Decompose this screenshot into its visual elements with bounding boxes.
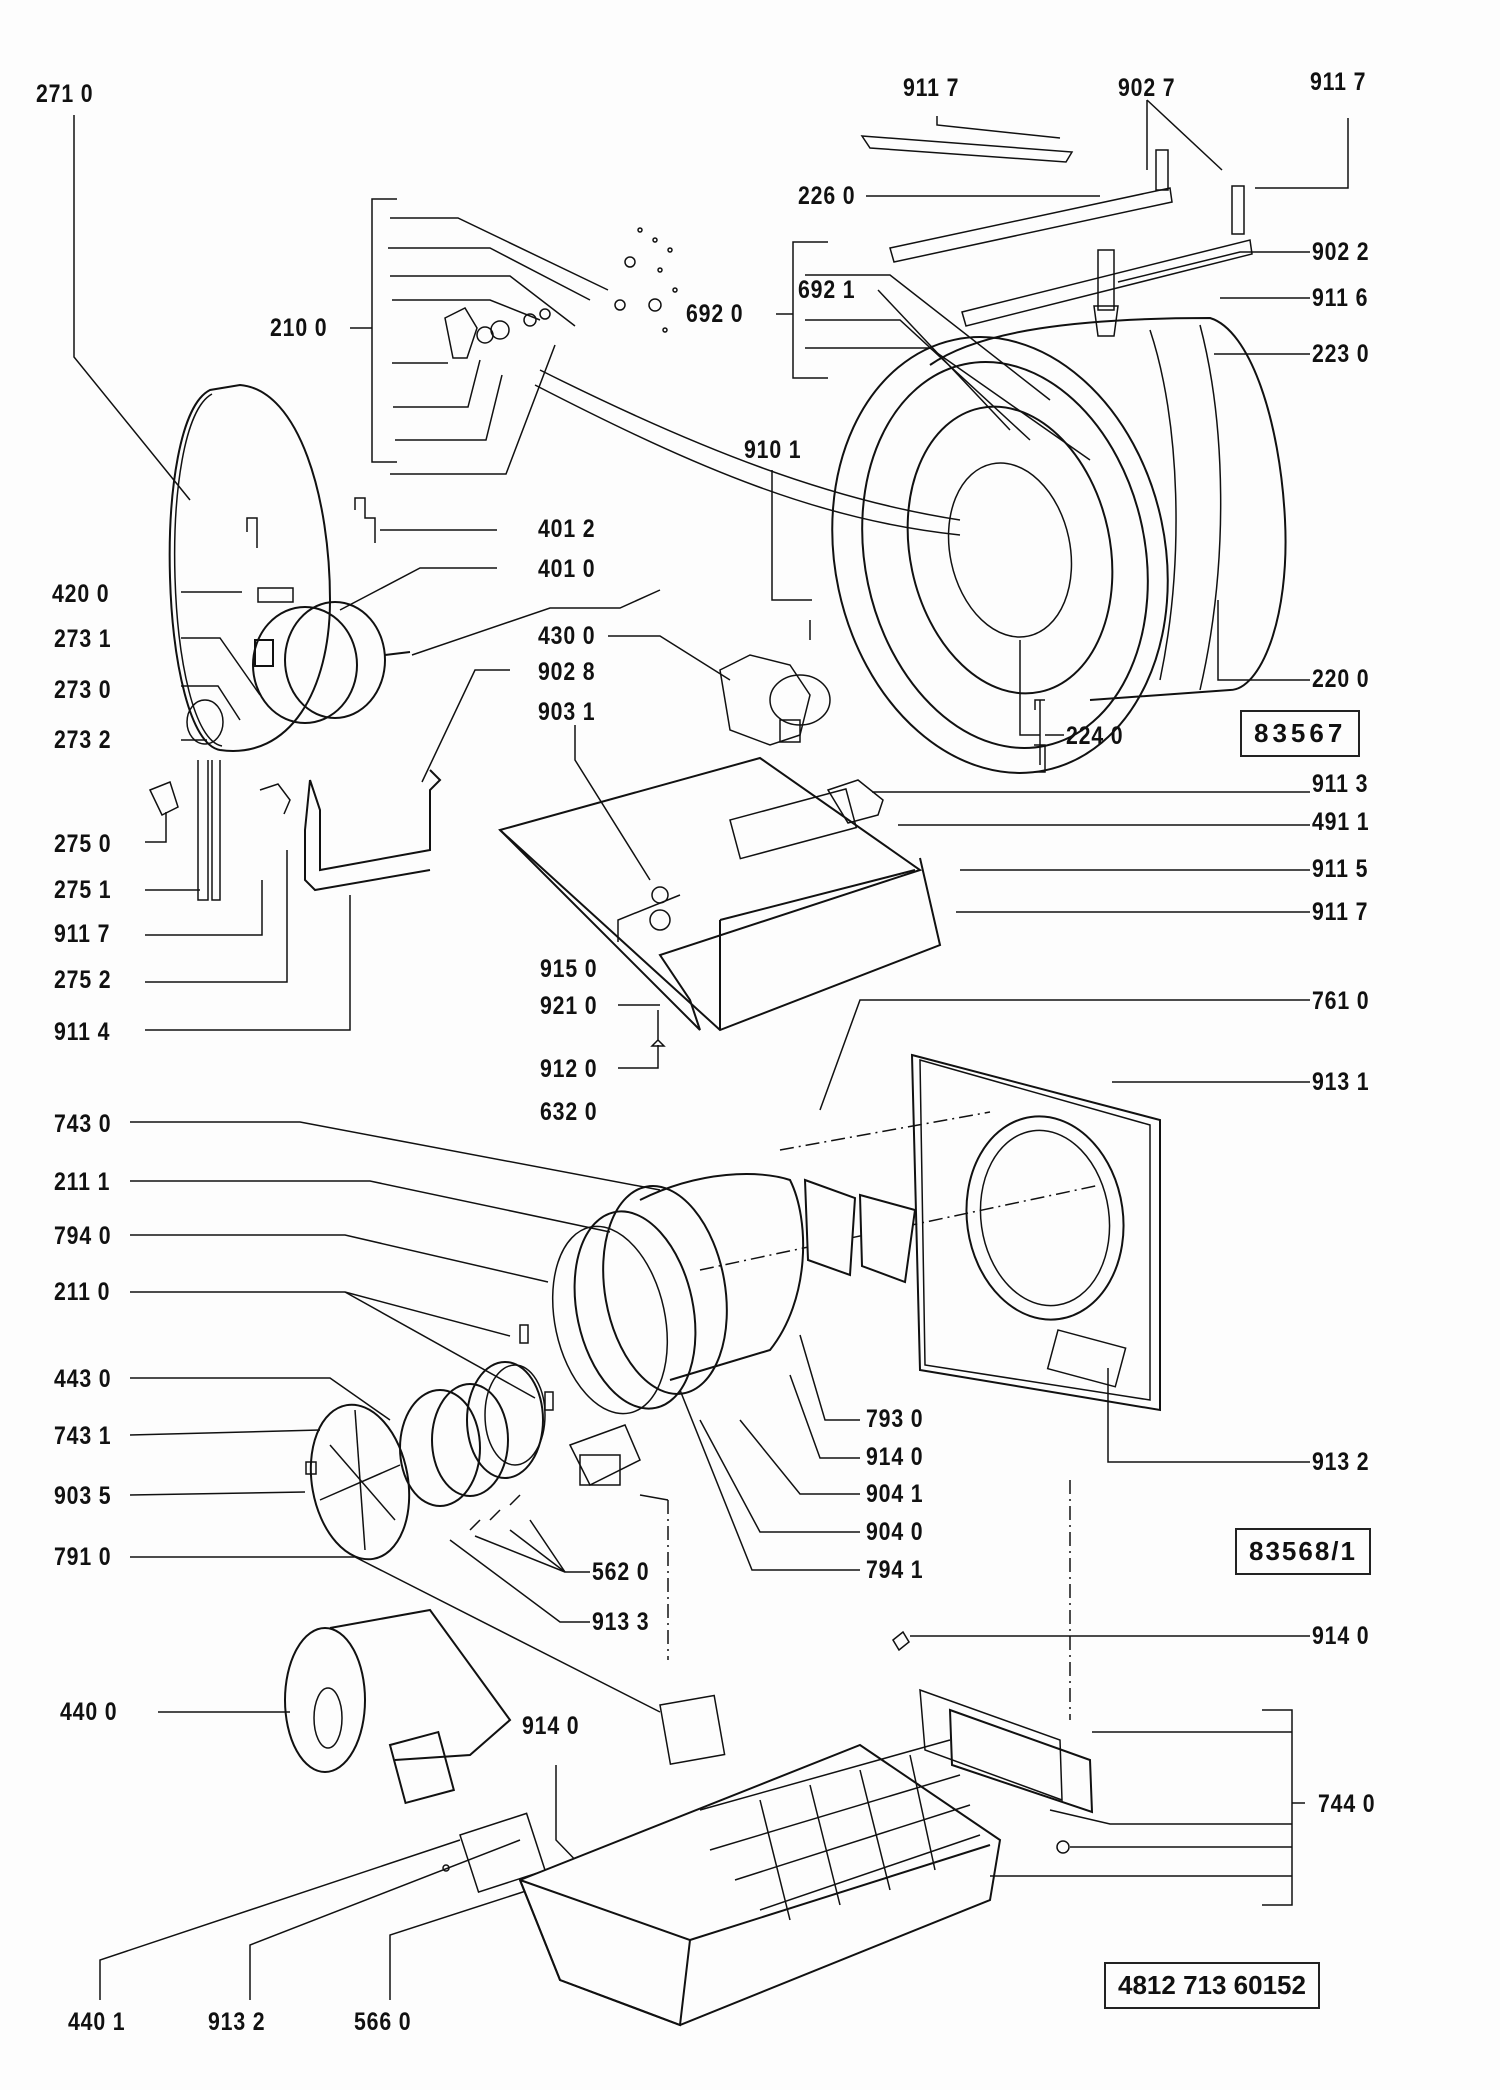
fan-cover xyxy=(309,1403,411,1561)
part-label-913-2-right: 913 2 xyxy=(1312,1448,1370,1476)
part-label-430-0: 430 0 xyxy=(538,622,596,650)
part-label-904-0: 904 0 xyxy=(866,1518,924,1546)
part-label-911-3: 911 3 xyxy=(1312,770,1369,798)
part-label-791-0: 791 0 xyxy=(54,1543,112,1571)
part-label-211-0: 211 0 xyxy=(54,1278,111,1306)
air-duct xyxy=(469,1424,641,1531)
motor-bracket xyxy=(304,769,442,892)
part-label-440-1: 440 1 xyxy=(68,2008,126,2036)
part-label-903-1: 903 1 xyxy=(538,698,596,726)
door-lock-parts xyxy=(444,307,551,359)
part-label-913-1: 913 1 xyxy=(1312,1068,1370,1096)
base-plate xyxy=(498,756,942,1032)
part-label-443-0: 443 0 xyxy=(54,1365,112,1393)
part-label-224-0: 224 0 xyxy=(1066,722,1124,750)
part-label-440-0: 440 0 xyxy=(60,1698,118,1726)
condenser-unit xyxy=(518,1739,1002,2027)
part-label-271-0: 271 0 xyxy=(36,80,94,108)
part-label-914-0-right: 914 0 xyxy=(1312,1622,1370,1650)
part-label-794-0: 794 0 xyxy=(54,1222,112,1250)
reference-box-drum-group: 83567 xyxy=(1240,710,1361,757)
part-label-910-1: 910 1 xyxy=(744,436,802,464)
part-label-562-0: 562 0 xyxy=(592,1558,650,1586)
front-panel xyxy=(910,1053,1161,1412)
blower-wheel xyxy=(399,1361,546,1507)
part-label-743-1: 743 1 xyxy=(54,1422,112,1450)
part-label-904-1: 904 1 xyxy=(866,1480,924,1508)
part-label-914-0-bottom: 914 0 xyxy=(522,1712,580,1740)
part-label-692-0: 692 0 xyxy=(686,300,744,328)
part-label-743-0: 743 0 xyxy=(54,1110,112,1138)
part-label-273-2: 273 2 xyxy=(54,726,112,754)
part-label-902-7: 902 7 xyxy=(1118,74,1176,102)
part-label-401-0: 401 0 xyxy=(538,555,596,583)
part-label-911-7-left: 911 7 xyxy=(54,920,111,948)
part-label-902-2: 902 2 xyxy=(1312,238,1370,266)
part-label-226-0: 226 0 xyxy=(798,182,856,210)
part-label-911-6: 911 6 xyxy=(1312,284,1369,312)
part-label-210-0: 210 0 xyxy=(270,314,328,342)
part-label-566-0: 566 0 xyxy=(354,2008,412,2036)
part-label-911-7-right: 911 7 xyxy=(1312,898,1369,926)
sensor-unit xyxy=(719,654,831,746)
document-number-box: 4812 713 60152 xyxy=(1104,1962,1320,2009)
condenser-lid xyxy=(919,1688,1094,1814)
part-label-273-1: 273 1 xyxy=(54,625,112,653)
part-label-911-7-top: 911 7 xyxy=(903,74,960,102)
part-label-794-1: 794 1 xyxy=(866,1556,924,1584)
part-label-744-0: 744 0 xyxy=(1318,1790,1376,1818)
rear-housing xyxy=(551,1173,805,1415)
drive-belt xyxy=(168,383,332,752)
part-label-275-1: 275 1 xyxy=(54,876,112,904)
part-label-491-1: 491 1 xyxy=(1312,808,1370,836)
part-label-420-0: 420 0 xyxy=(52,580,110,608)
part-label-914-0-middle: 914 0 xyxy=(866,1443,924,1471)
part-label-401-2: 401 2 xyxy=(538,515,596,543)
part-label-912-0: 912 0 xyxy=(540,1055,598,1083)
drum-assembly xyxy=(831,316,1287,774)
part-label-921-0: 921 0 xyxy=(540,992,598,1020)
hinge-dots xyxy=(614,227,678,333)
part-label-275-0: 275 0 xyxy=(54,830,112,858)
part-label-211-1: 211 1 xyxy=(54,1168,111,1196)
part-label-761-0: 761 0 xyxy=(1312,987,1370,1015)
motor xyxy=(252,601,411,724)
lint-filter xyxy=(803,1178,917,1284)
part-label-902-8: 902 8 xyxy=(538,658,596,686)
part-label-903-5: 903 5 xyxy=(54,1482,112,1510)
part-label-913-3: 913 3 xyxy=(592,1608,650,1636)
part-label-911-4: 911 4 xyxy=(54,1018,111,1046)
part-label-692-1: 692 1 xyxy=(798,276,856,304)
part-label-911-7-topright: 911 7 xyxy=(1310,68,1367,96)
blower-housing xyxy=(284,1608,512,1805)
part-label-273-0: 273 0 xyxy=(54,676,112,704)
part-label-632-0: 632 0 xyxy=(540,1098,598,1126)
part-label-220-0: 220 0 xyxy=(1312,665,1370,693)
part-label-913-2-bottom: 913 2 xyxy=(208,2008,266,2036)
part-label-915-0: 915 0 xyxy=(540,955,598,983)
part-label-793-0: 793 0 xyxy=(866,1405,924,1433)
reference-box-front-group: 83568/1 xyxy=(1235,1528,1371,1575)
part-label-911-5: 911 5 xyxy=(1312,855,1369,883)
part-label-223-0: 223 0 xyxy=(1312,340,1370,368)
rail-brackets xyxy=(860,135,1253,337)
part-label-275-2: 275 2 xyxy=(54,966,112,994)
